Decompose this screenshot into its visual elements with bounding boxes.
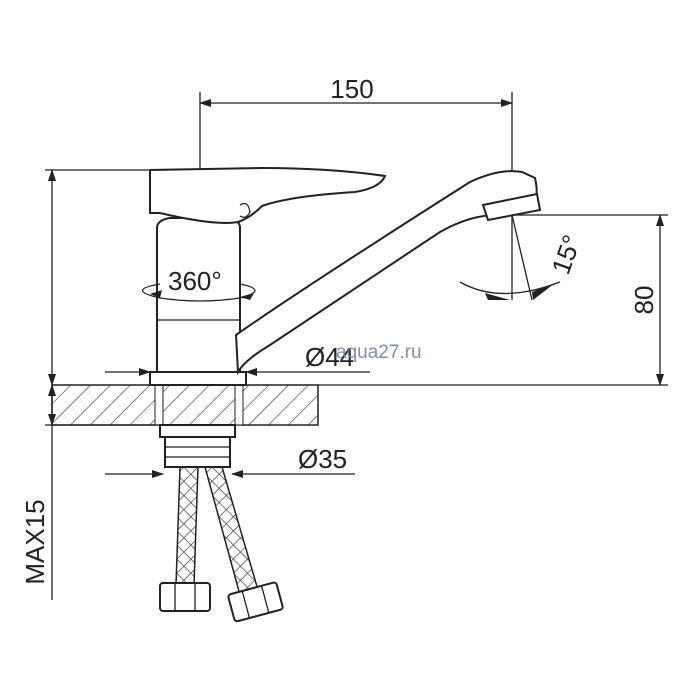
rotation-indicator: 360° — [141, 266, 256, 302]
spout-angle-dimension: 15° — [459, 214, 587, 301]
countertop-section — [51, 384, 319, 426]
body-diameter-dimension: Ø44 — [105, 342, 370, 376]
body-diameter-label: Ø44 — [305, 342, 354, 372]
width-label: 150 — [330, 74, 373, 104]
spout-angle-label: 15° — [545, 231, 587, 278]
spout-height-dimension: 80 — [318, 214, 668, 386]
hole-diameter-label: Ø35 — [298, 444, 347, 474]
total-height-dimension — [45, 169, 152, 386]
hole-diameter-dimension: Ø35 — [105, 444, 355, 478]
max-thickness-dimension: MAX15 — [20, 384, 160, 600]
faucet-body — [149, 166, 542, 386]
flexible-hoses — [159, 466, 284, 623]
mounting-thread — [159, 424, 236, 468]
spout-height-label: 80 — [629, 286, 659, 315]
width-dimension: 150 — [199, 74, 513, 300]
watermark: aqua27.ru — [336, 342, 422, 363]
rotation-label: 360° — [168, 266, 222, 296]
max-thickness-label: MAX15 — [20, 499, 50, 584]
